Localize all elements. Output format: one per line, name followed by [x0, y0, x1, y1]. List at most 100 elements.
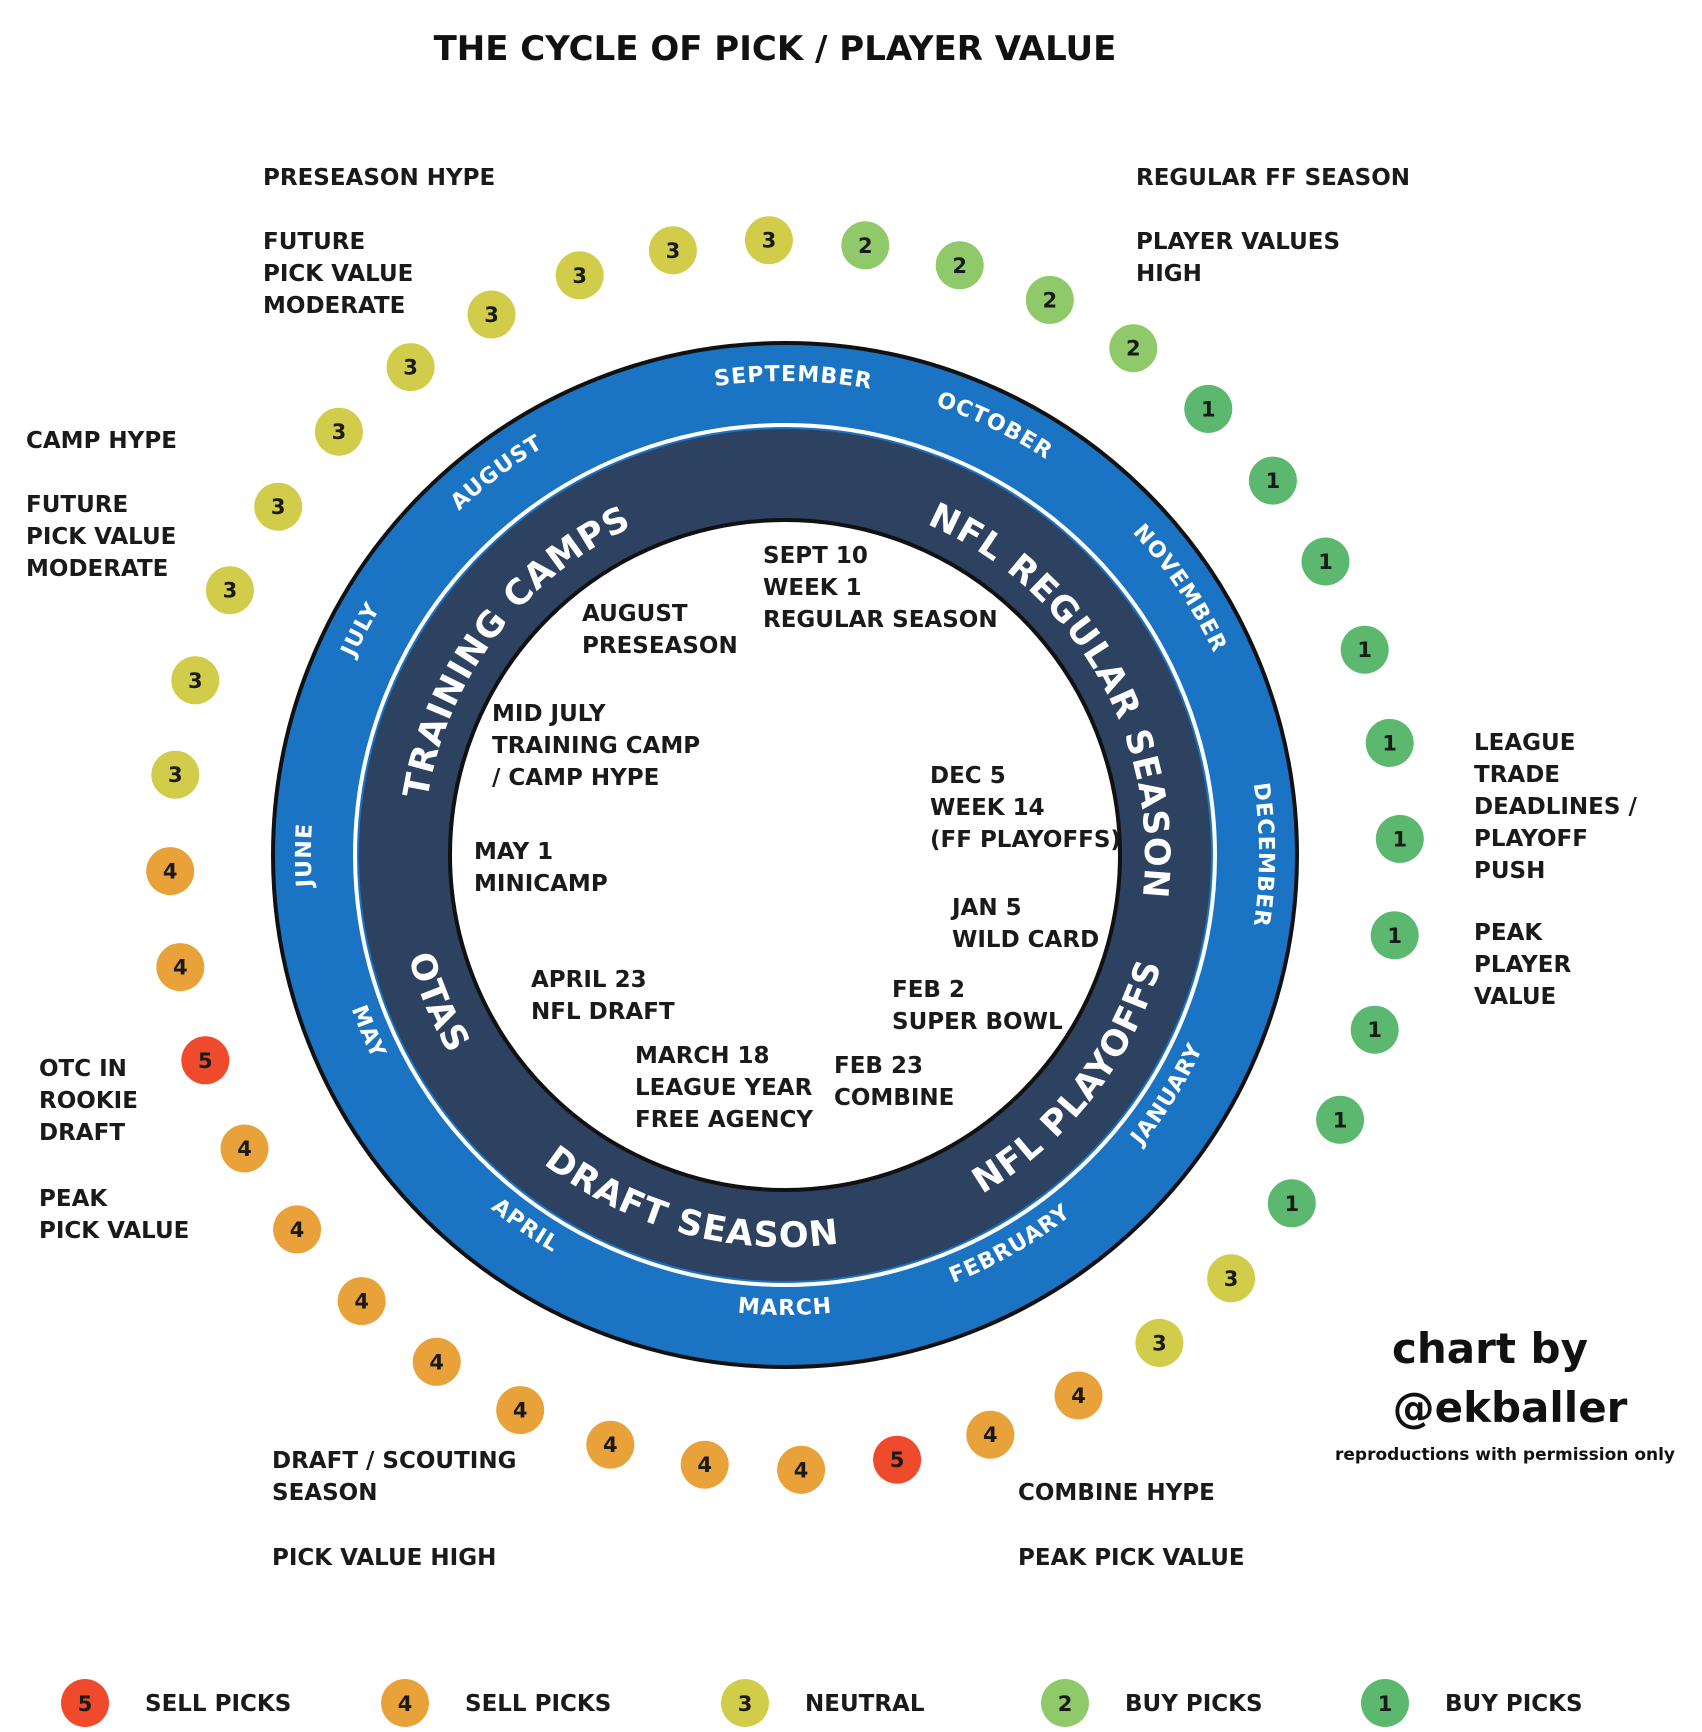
svg-text:3: 3	[1152, 1331, 1167, 1355]
value-dot: 3	[171, 656, 220, 705]
value-dot: 3	[386, 343, 435, 392]
value-dot: 4	[680, 1440, 729, 1489]
value-dot: 3	[467, 290, 516, 339]
value-dot: 1	[1375, 814, 1424, 863]
value-dot: 1	[1248, 456, 1297, 505]
svg-text:3: 3	[403, 356, 418, 380]
annotation-4: CAMP HYPE	[26, 428, 177, 454]
value-dot: 4	[273, 1205, 322, 1254]
value-dot: 1	[1184, 384, 1233, 433]
svg-text:3: 3	[738, 1692, 753, 1716]
svg-text:4: 4	[290, 1218, 305, 1242]
value-dot: 4	[412, 1337, 461, 1386]
value-dot: 4	[337, 1277, 386, 1326]
svg-text:4: 4	[983, 1423, 998, 1447]
svg-text:2: 2	[1042, 288, 1057, 312]
credit-line-1: chart by	[1392, 1324, 1588, 1373]
annotation-11: PICK VALUE HIGH	[272, 1545, 496, 1571]
svg-text:4: 4	[163, 860, 178, 884]
svg-text:1: 1	[1367, 1018, 1382, 1042]
svg-text:5: 5	[890, 1448, 905, 1472]
svg-text:1: 1	[1318, 550, 1333, 574]
svg-text:4: 4	[794, 1458, 809, 1482]
svg-text:4: 4	[1071, 1384, 1086, 1408]
wheel-center	[448, 518, 1122, 1192]
svg-text:3: 3	[666, 239, 681, 263]
svg-text:2: 2	[858, 234, 873, 258]
value-dot: 2	[935, 241, 984, 290]
svg-text:5: 5	[198, 1049, 213, 1073]
month-label-june: JUNE	[292, 822, 318, 890]
value-dot: 3	[254, 482, 303, 531]
value-dot: 3	[648, 226, 697, 275]
svg-text:4: 4	[513, 1399, 528, 1423]
svg-text:3: 3	[762, 229, 777, 253]
svg-text:4: 4	[697, 1453, 712, 1477]
svg-text:1: 1	[1392, 827, 1407, 851]
annotation-12: COMBINE HYPE	[1018, 1480, 1215, 1506]
svg-text:2: 2	[1058, 1692, 1073, 1716]
legend-item: 3 NEUTRAL	[721, 1679, 925, 1727]
credit: chart by @ekballer reproductions with pe…	[1335, 1324, 1675, 1465]
svg-text:3: 3	[168, 763, 183, 787]
annotation-0: PRESEASON HYPE	[263, 165, 495, 191]
value-dot: 1	[1340, 625, 1389, 674]
svg-text:4: 4	[429, 1350, 444, 1374]
svg-text:1: 1	[1333, 1108, 1348, 1132]
svg-text:NEUTRAL: NEUTRAL	[805, 1691, 925, 1717]
value-dot: 1	[1370, 911, 1419, 960]
value-dot: 4	[496, 1386, 545, 1435]
svg-text:SELL PICKS: SELL PICKS	[465, 1691, 611, 1717]
diagram-title: THE CYCLE OF PICK / PLAYER VALUE	[434, 29, 1117, 69]
svg-text:3: 3	[572, 264, 587, 288]
value-dot: 4	[777, 1445, 826, 1494]
svg-text:3: 3	[332, 420, 347, 444]
svg-text:4: 4	[398, 1692, 413, 1716]
svg-text:4: 4	[173, 956, 188, 980]
value-dot: 4	[1054, 1371, 1103, 1420]
value-dot: 3	[1207, 1254, 1256, 1303]
svg-text:3: 3	[188, 669, 203, 693]
value-dot: 4	[220, 1124, 269, 1173]
value-dot: 4	[586, 1420, 635, 1469]
svg-text:3: 3	[223, 579, 238, 603]
value-dot: 2	[1109, 324, 1158, 373]
credit-permission: reproductions with permission only	[1335, 1445, 1675, 1465]
ring-divider	[353, 423, 1217, 1287]
value-dot: 3	[314, 407, 363, 456]
svg-text:4: 4	[354, 1290, 369, 1314]
svg-text:1: 1	[1266, 469, 1281, 493]
annotation-2: REGULAR FF SEASON	[1136, 165, 1410, 191]
svg-text:2: 2	[952, 254, 967, 278]
svg-text:BUY PICKS: BUY PICKS	[1445, 1691, 1583, 1717]
value-dot: 5	[873, 1435, 922, 1484]
value-dot: 5	[181, 1036, 230, 1085]
value-dot: 4	[966, 1410, 1015, 1459]
svg-text:1: 1	[1378, 1692, 1393, 1716]
value-dot: 1	[1365, 718, 1414, 767]
svg-text:1: 1	[1382, 731, 1397, 755]
svg-text:3: 3	[484, 303, 499, 327]
value-dot: 1	[1316, 1095, 1365, 1144]
month-label-march: MARCH	[737, 1294, 833, 1321]
value-dot: 4	[156, 943, 205, 992]
